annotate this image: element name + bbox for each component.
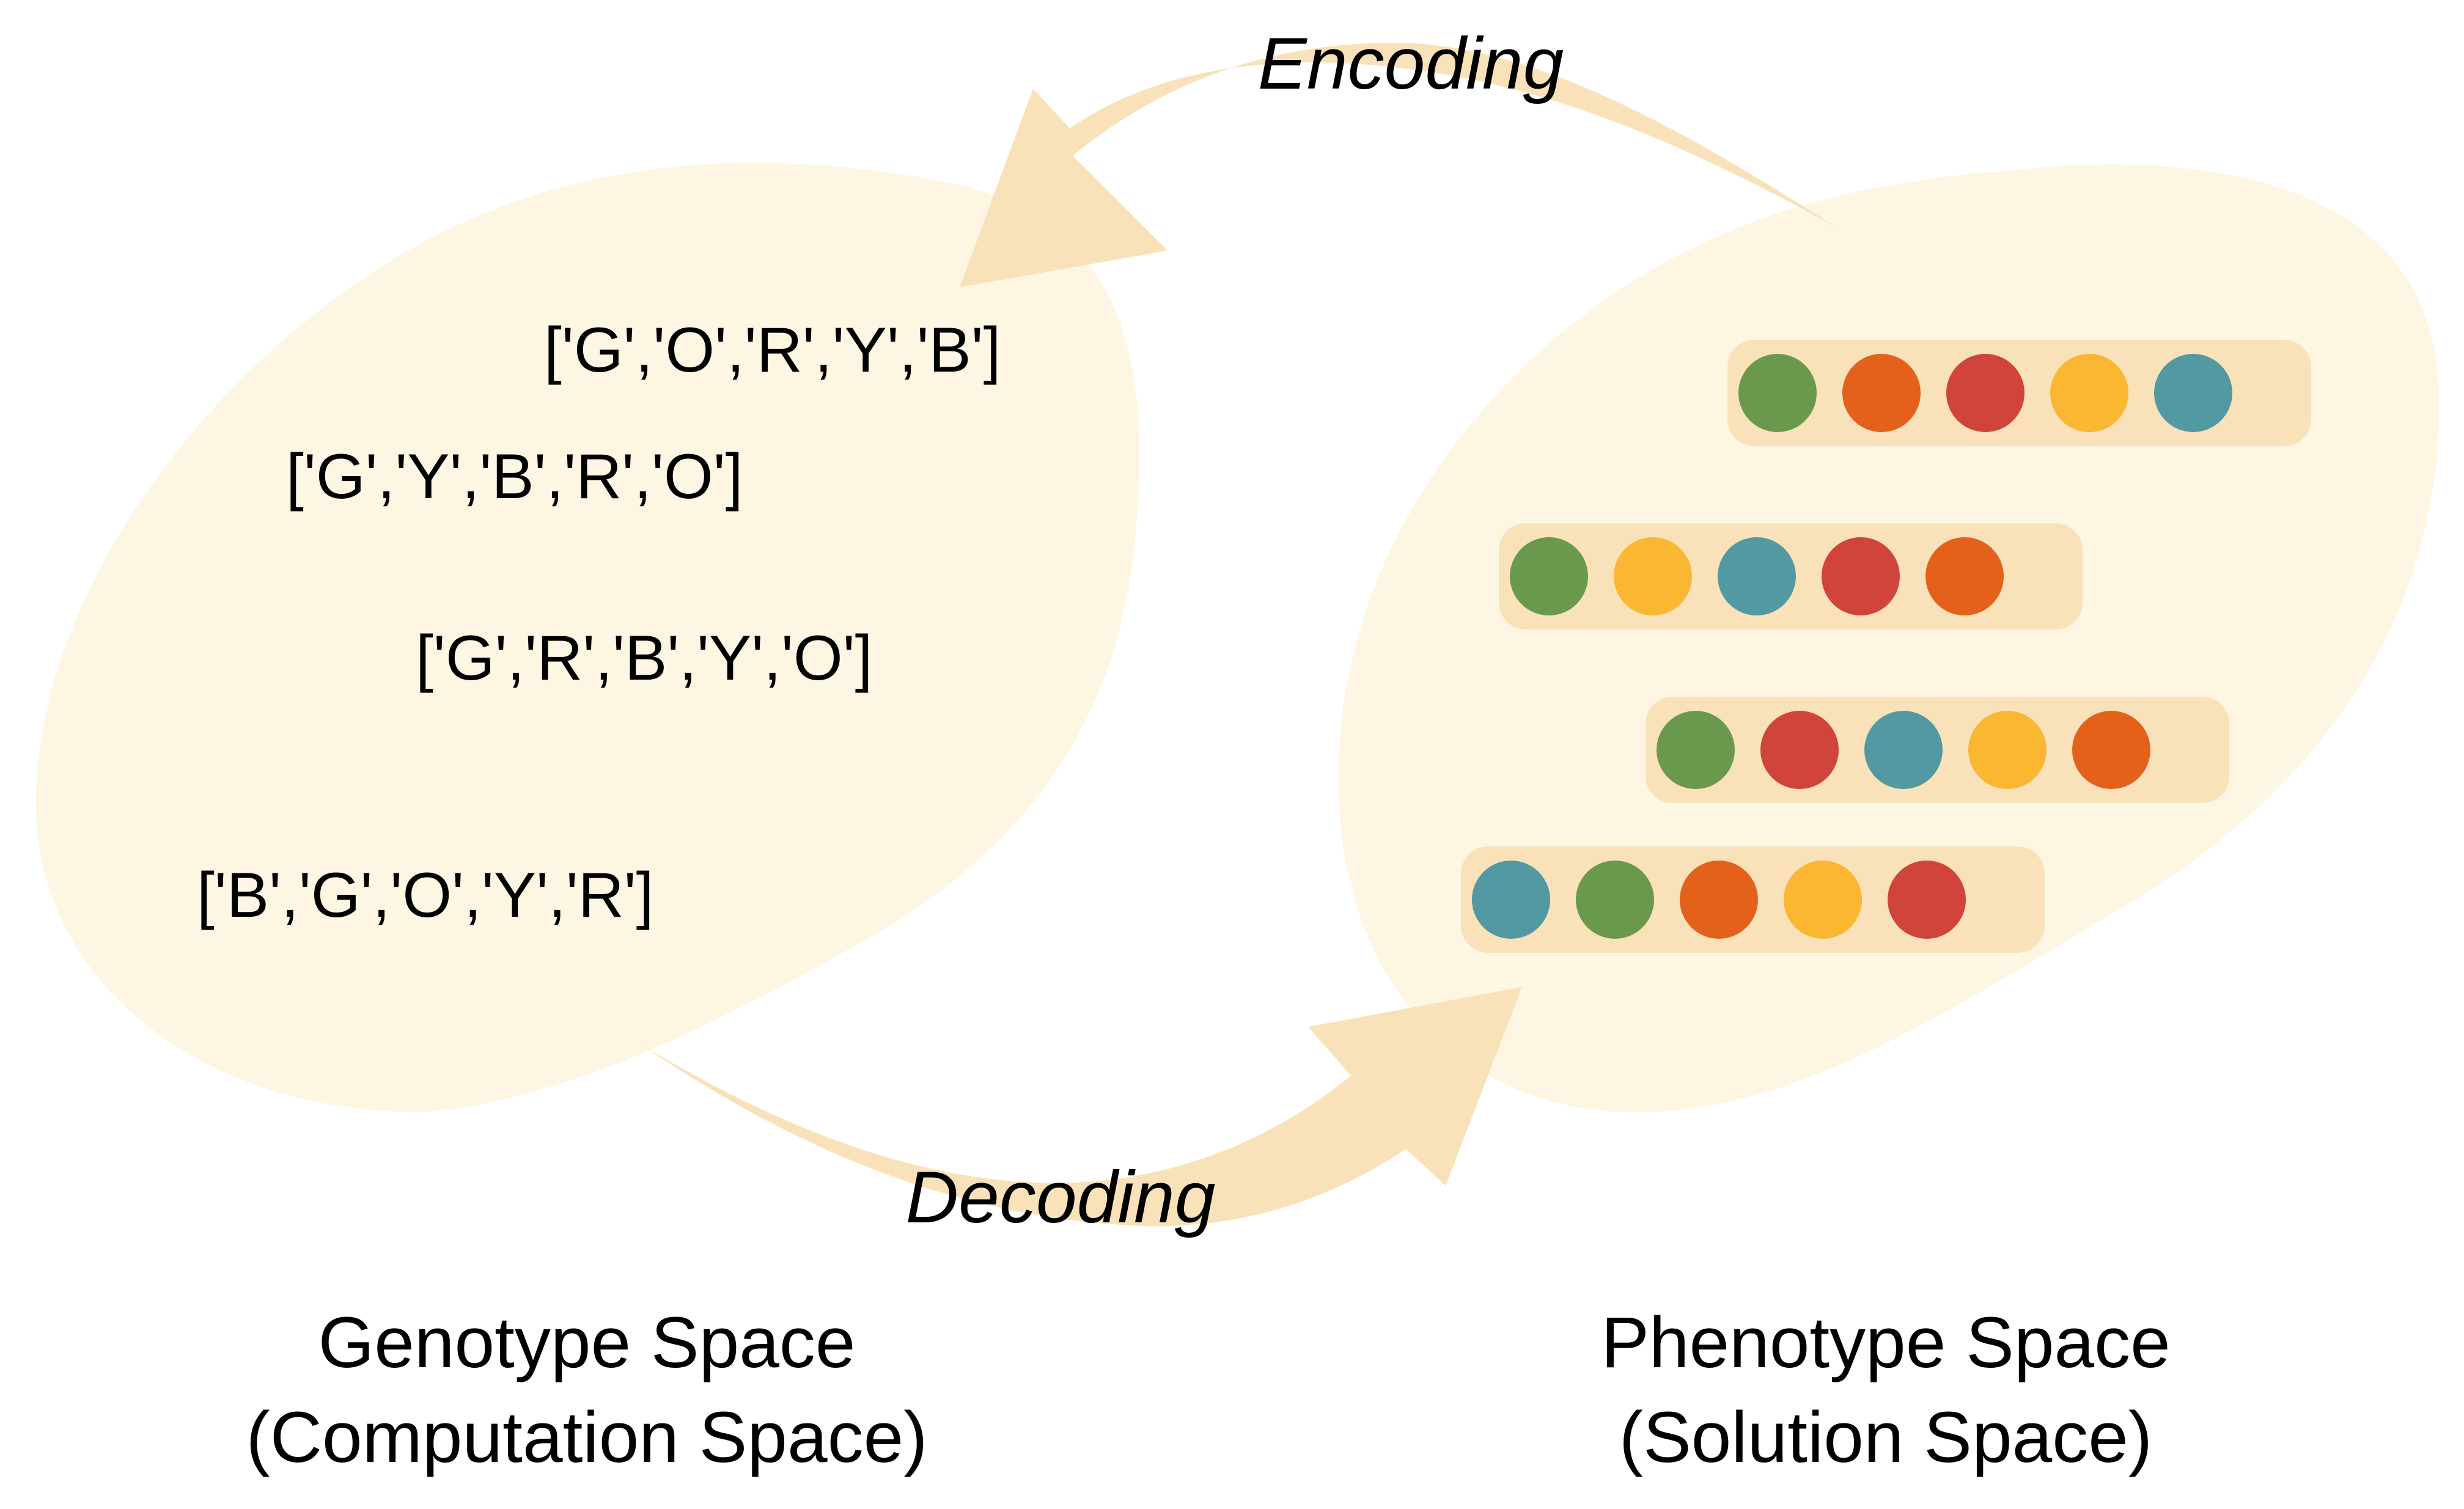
genotype-space-title: Genotype Space <box>318 1302 855 1383</box>
phenotype-circle-O <box>1842 354 1921 432</box>
genotype-space-subtitle: (Computation Space) <box>246 1397 927 1478</box>
phenotype-circle-B <box>1472 861 1550 939</box>
genotype-space-blob <box>35 163 1139 1113</box>
phenotype-row <box>1646 697 2229 803</box>
encoding-arrow <box>960 43 1840 287</box>
genotype-string: ['B','G','O','Y','R'] <box>197 860 654 931</box>
phenotype-circle-Y <box>1784 861 1862 939</box>
phenotype-circle-Y <box>1968 711 2047 789</box>
genotype-string: ['G','R','B','Y','O'] <box>416 623 873 694</box>
phenotype-circle-B <box>1718 537 1796 615</box>
phenotype-space-title: Phenotype Space <box>1601 1302 2171 1383</box>
phenotype-space-blob <box>1338 164 2440 1113</box>
phenotype-row <box>1499 523 2083 630</box>
decoding-arrow <box>642 987 1522 1227</box>
phenotype-row <box>1727 340 2311 446</box>
phenotype-circle-G <box>1576 861 1654 939</box>
phenotype-circle-G <box>1657 711 1735 789</box>
phenotype-space-subtitle: (Solution Space) <box>1619 1397 2152 1478</box>
phenotype-list <box>1461 340 2311 953</box>
phenotype-circle-G <box>1510 537 1588 615</box>
genotype-string: ['G','O','R','Y','B'] <box>544 315 1001 386</box>
phenotype-circle-R <box>1888 861 1966 939</box>
phenotype-circle-B <box>2154 354 2232 432</box>
phenotype-circle-Y <box>2050 354 2128 432</box>
phenotype-circle-R <box>1946 354 2025 432</box>
phenotype-circle-O <box>2072 711 2150 789</box>
encoding-label: Encoding <box>1258 23 1564 105</box>
phenotype-circle-B <box>1864 711 1943 789</box>
genotype-list: ['G','O','R','Y','B'] ['G','Y','B','R','… <box>197 315 1001 931</box>
phenotype-circle-Y <box>1614 537 1692 615</box>
genotype-string: ['G','Y','B','R','O'] <box>286 441 743 512</box>
phenotype-circle-R <box>1760 711 1839 789</box>
phenotype-circle-R <box>1822 537 1900 615</box>
phenotype-circle-G <box>1738 354 1817 432</box>
phenotype-circle-O <box>1680 861 1758 939</box>
decoding-label: Decoding <box>905 1156 1215 1238</box>
phenotype-row <box>1461 846 2045 953</box>
phenotype-circle-O <box>1925 537 2004 615</box>
